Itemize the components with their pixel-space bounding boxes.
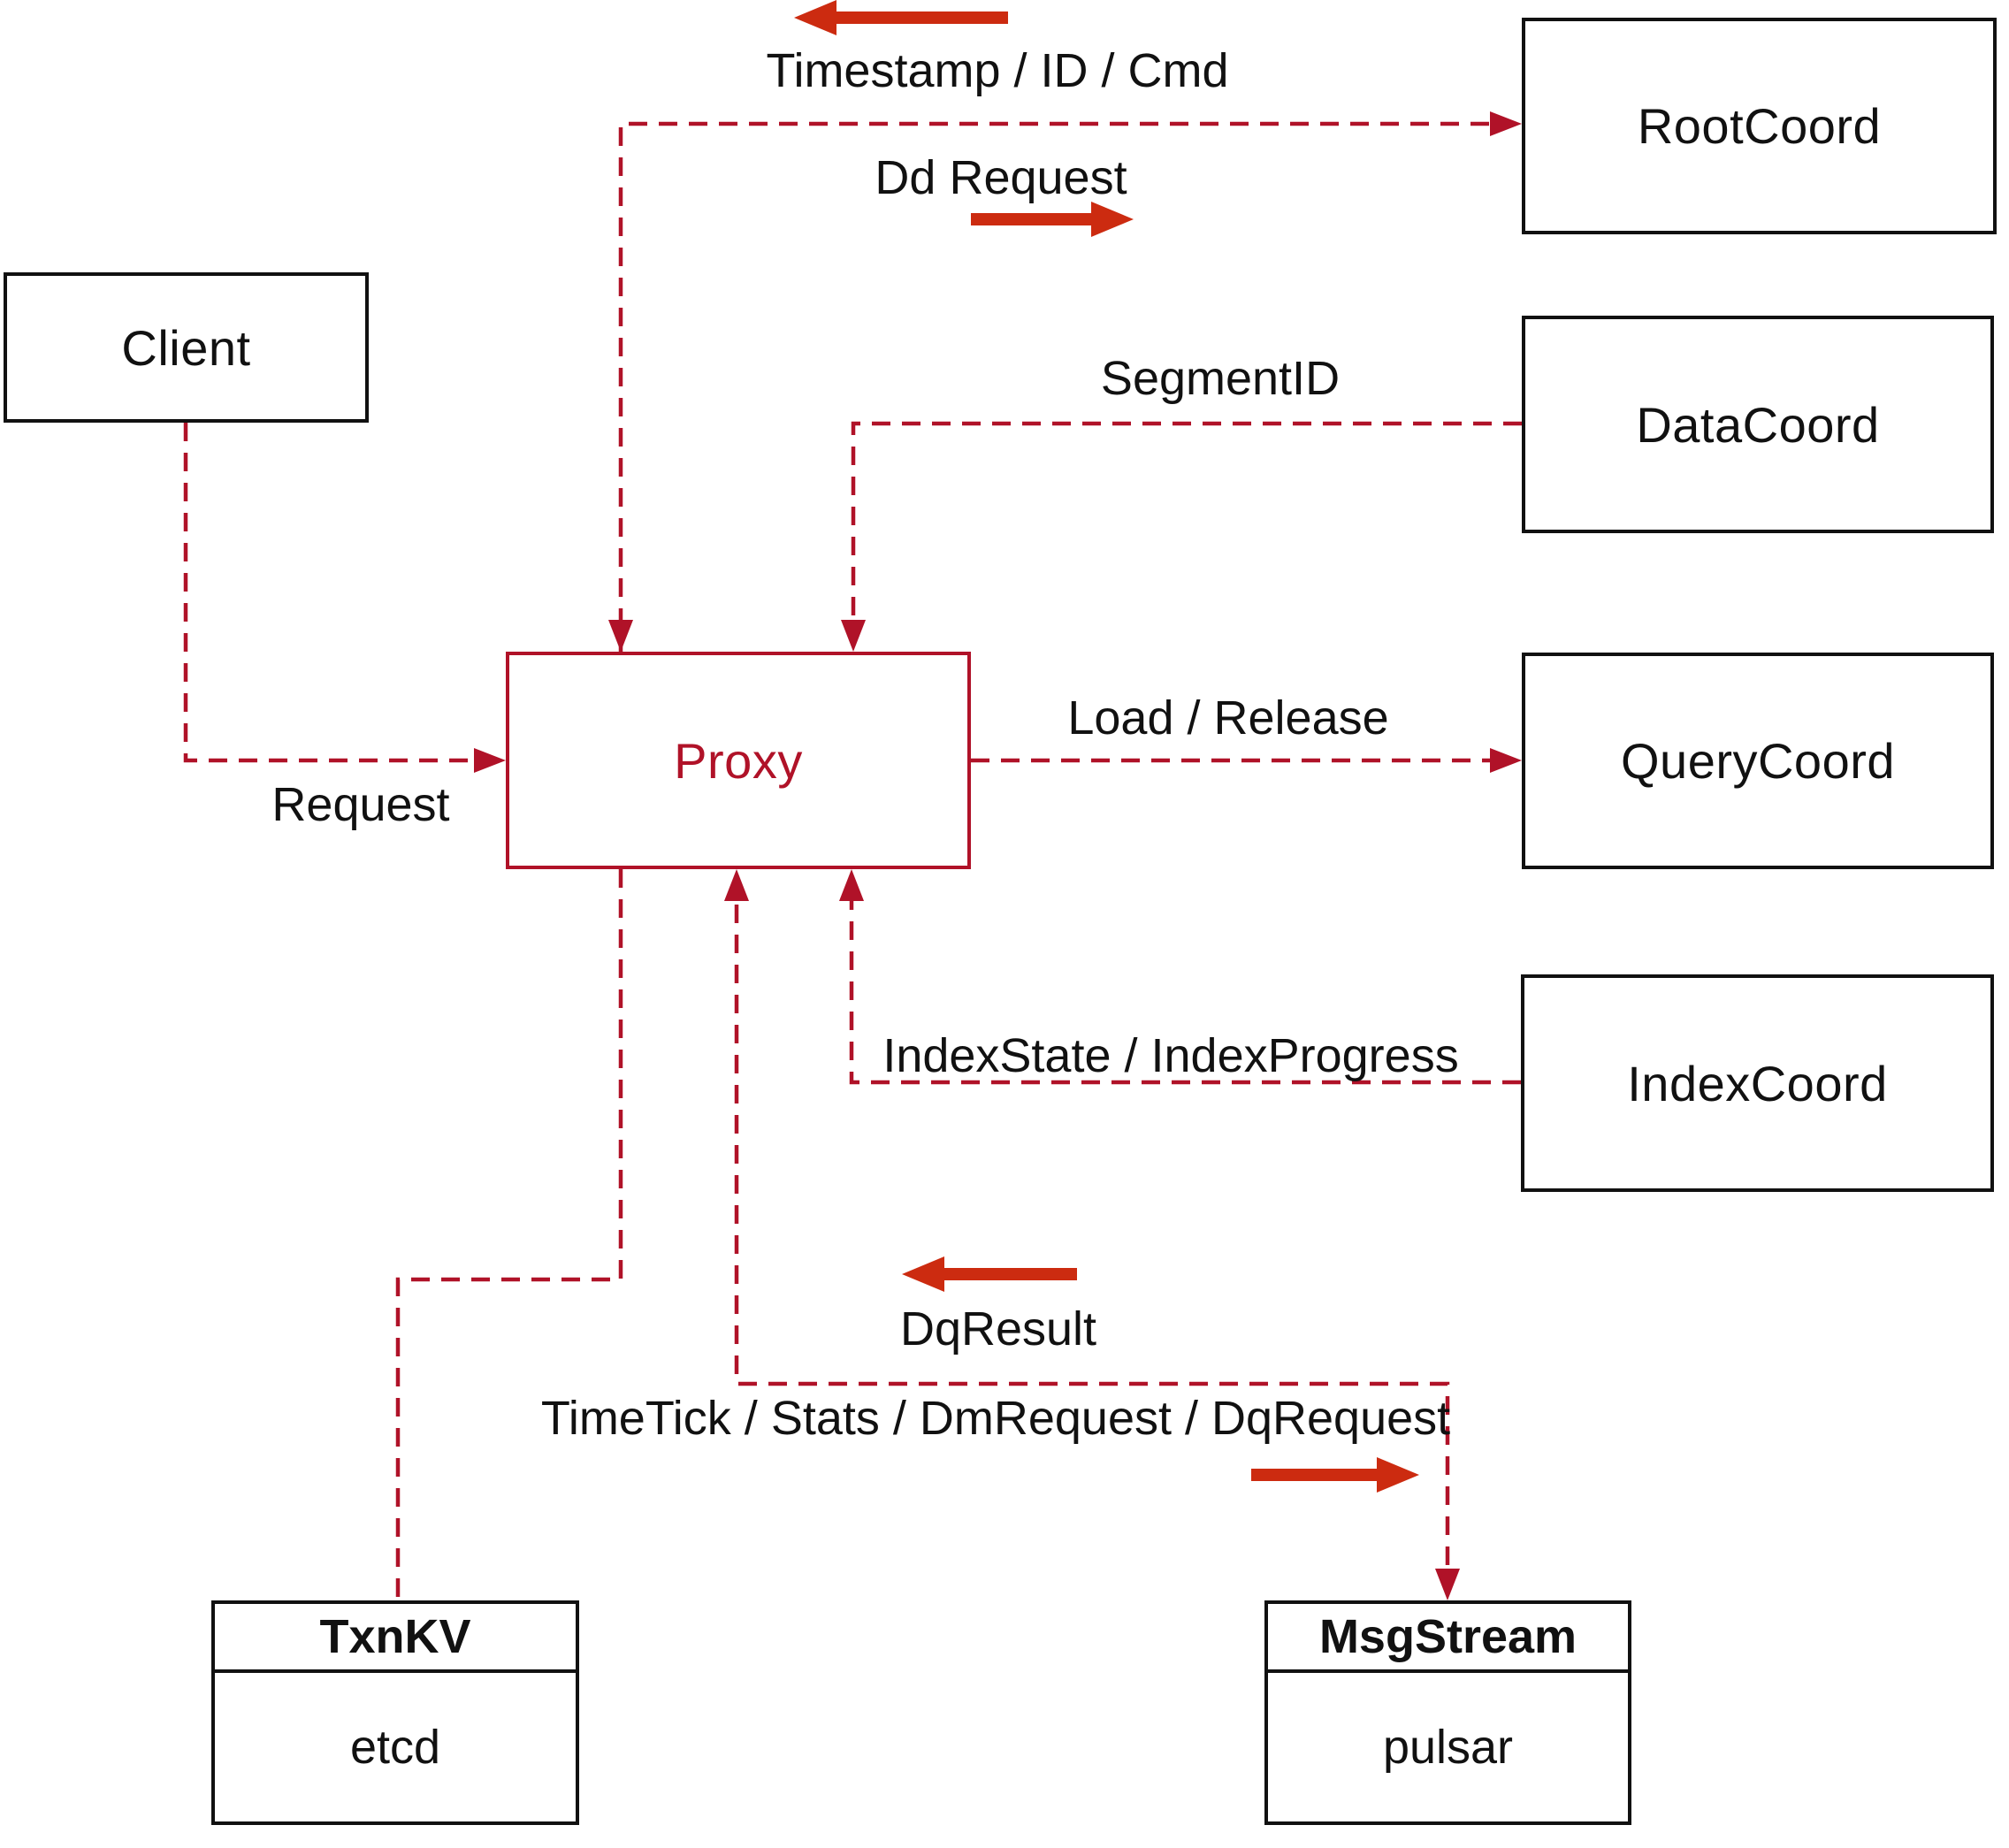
timestamp-edge-label: Timestamp / ID / Cmd bbox=[766, 44, 1229, 97]
datacoord-label: DataCoord bbox=[1636, 396, 1880, 453]
msgstream-impl: pulsar bbox=[1382, 1721, 1514, 1774]
rootcoord-label: RootCoord bbox=[1637, 98, 1882, 154]
indexcoord-label: IndexCoord bbox=[1627, 1055, 1888, 1111]
client-node: Client bbox=[4, 272, 369, 423]
direction-arrow-timetick-right bbox=[1251, 1457, 1419, 1493]
edge-proxy-querycoord bbox=[971, 748, 1522, 773]
indexstate-edge-label: IndexState / IndexProgress bbox=[882, 1029, 1459, 1082]
proxy-node: Proxy bbox=[506, 652, 971, 869]
loadrelease-edge-label: Load / Release bbox=[1067, 691, 1389, 745]
edge-proxy-txnkv bbox=[395, 869, 623, 1599]
rootcoord-node: RootCoord bbox=[1522, 18, 1997, 234]
proxy-label: Proxy bbox=[674, 732, 803, 789]
direction-arrow-dqresult-left bbox=[902, 1256, 1077, 1292]
datacoord-node: DataCoord bbox=[1522, 316, 1994, 533]
querycoord-label: QueryCoord bbox=[1620, 733, 1896, 789]
edge-proxy-rootcoord bbox=[608, 111, 1522, 657]
txnkv-node: TxnKV etcd bbox=[211, 1600, 579, 1825]
timetick-edge-label: TimeTick / Stats / DmRequest / DqRequest bbox=[540, 1392, 1451, 1445]
edge-indexcoord-proxy bbox=[839, 869, 1521, 1085]
ddrequest-edge-label: Dd Request bbox=[875, 151, 1127, 204]
segmentid-edge-label: SegmentID bbox=[1100, 352, 1341, 405]
indexcoord-node: IndexCoord bbox=[1521, 974, 1994, 1192]
client-label: Client bbox=[121, 319, 251, 376]
direction-arrow-timestamp-left bbox=[794, 0, 1008, 35]
edge-client-proxy bbox=[183, 423, 506, 773]
edge-datacoord-proxy bbox=[841, 421, 1522, 652]
dqresult-edge-label: DqResult bbox=[899, 1302, 1097, 1355]
direction-arrow-ddrequest-right bbox=[971, 202, 1134, 237]
request-edge-label: Request bbox=[271, 778, 450, 831]
txnkv-impl: etcd bbox=[349, 1721, 441, 1774]
edge-proxy-msgstream bbox=[724, 869, 1460, 1600]
txnkv-title: TxnKV bbox=[215, 1604, 576, 1673]
msgstream-node: MsgStream pulsar bbox=[1264, 1600, 1631, 1825]
msgstream-title: MsgStream bbox=[1268, 1604, 1628, 1673]
querycoord-node: QueryCoord bbox=[1522, 653, 1994, 869]
